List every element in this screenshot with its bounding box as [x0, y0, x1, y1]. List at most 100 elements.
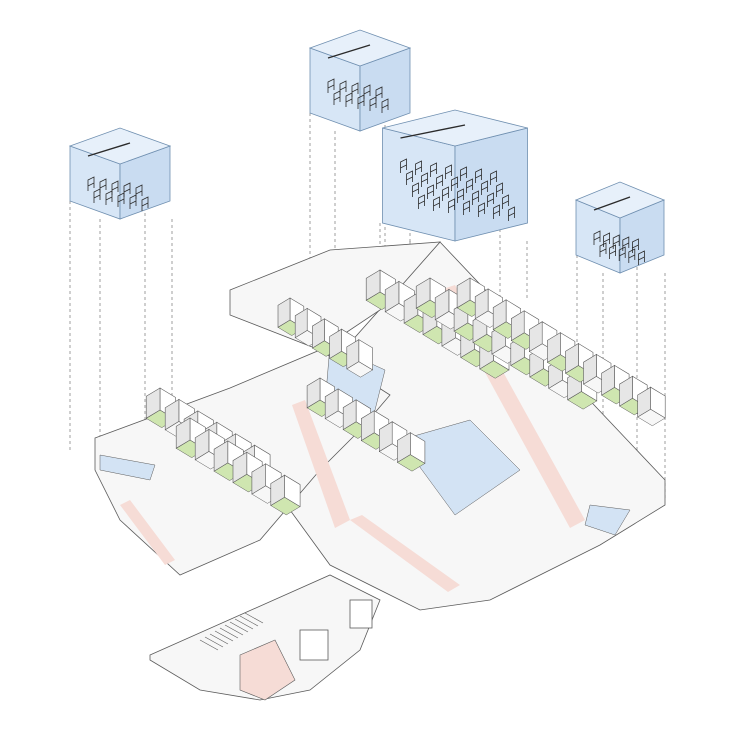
corridor-lobby: [120, 500, 175, 565]
stair-tread: [204, 636, 224, 648]
chair-mark: [418, 194, 425, 209]
chair-mark: [496, 182, 503, 197]
chair-mark: [445, 164, 452, 179]
office-room-wall: [194, 428, 210, 461]
chair-mark: [493, 204, 500, 219]
office-room-wall: [510, 310, 525, 342]
chair-mark: [618, 246, 626, 261]
chair-mark: [475, 168, 482, 183]
office-room-wall: [384, 280, 400, 313]
lecture-hall-box: [382, 109, 528, 242]
chair-mark: [87, 176, 95, 191]
box-face: [454, 127, 528, 242]
chair-mark: [502, 194, 509, 209]
whiteboard-mark: [87, 142, 131, 157]
room-volume-boxes: [68, 29, 666, 274]
stair-landing: [239, 639, 296, 701]
entrance-door: [349, 599, 373, 629]
chair-mark: [357, 94, 365, 109]
office-room-wall: [474, 288, 489, 320]
office-room-wall: [312, 318, 325, 349]
entrance-door: [299, 629, 329, 661]
office-room-wall: [619, 375, 633, 407]
classroom-box: [308, 29, 412, 132]
office-rooms: [145, 269, 666, 516]
office-room-wall: [213, 440, 229, 472]
entrance-slab: [149, 574, 381, 701]
office-room-wall: [232, 451, 248, 484]
whiteboard-mark: [327, 44, 371, 59]
chair-mark: [381, 98, 389, 113]
office-room-wall: [637, 386, 651, 418]
office-room-wall: [270, 474, 285, 507]
office-room-wall: [346, 339, 360, 370]
chair-mark: [463, 200, 470, 215]
office-room-wall: [360, 410, 375, 442]
stair-tread: [234, 618, 254, 630]
office-room-wall: [415, 277, 431, 309]
office-room-wall: [492, 299, 507, 331]
chair-mark: [457, 188, 464, 203]
chair-mark: [412, 182, 419, 197]
office-room-wall: [456, 277, 471, 309]
office-room-wall: [164, 398, 180, 431]
office-room-wall: [528, 321, 543, 353]
chair-mark: [369, 96, 377, 111]
chair-mark: [421, 172, 428, 187]
chair-mark: [451, 176, 458, 191]
chair-mark: [333, 90, 341, 105]
chair-mark: [472, 190, 479, 205]
chair-mark: [609, 244, 616, 259]
office-room-wall: [601, 364, 615, 396]
office-room-wall: [565, 342, 579, 374]
stair-tread: [199, 639, 219, 651]
stair-tread: [229, 621, 249, 633]
chair-mark: [327, 78, 335, 93]
stair-tread: [224, 624, 244, 636]
office-room-wall: [397, 432, 411, 463]
chair-mark: [487, 192, 494, 207]
chair-mark: [415, 160, 422, 175]
lobby-glass: [99, 454, 156, 481]
chair-mark: [466, 178, 473, 193]
office-room-wall: [583, 353, 597, 385]
stair-tread: [244, 612, 264, 624]
chair-mark: [628, 248, 636, 263]
chair-mark: [481, 180, 488, 195]
chair-mark: [448, 198, 455, 213]
stair-tread: [209, 633, 229, 645]
chair-mark: [117, 192, 125, 207]
end-terrace: [584, 504, 631, 536]
office-room-wall: [434, 288, 450, 321]
office-room-wall: [342, 399, 357, 431]
chair-mark: [427, 184, 434, 199]
chair-mark: [430, 162, 437, 177]
office-room-wall: [329, 328, 342, 360]
chair-mark: [508, 206, 515, 221]
chair-mark: [141, 196, 149, 211]
office-room-wall: [324, 388, 339, 420]
chair-mark: [105, 190, 113, 205]
whiteboard-mark: [593, 196, 631, 211]
office-room-wall: [547, 332, 561, 363]
chair-mark: [400, 158, 407, 173]
office-room-wall: [277, 297, 291, 328]
box-face: [382, 109, 528, 147]
office-room-wall: [365, 269, 381, 301]
office-room-wall: [251, 463, 267, 495]
chair-mark: [593, 230, 601, 245]
corridor-south: [350, 515, 460, 592]
chair-mark: [436, 174, 443, 189]
chair-mark: [490, 170, 497, 185]
stair-tread: [214, 630, 234, 642]
office-room-wall: [306, 377, 321, 409]
chair-mark: [638, 250, 645, 265]
office-room-wall: [175, 417, 191, 449]
whiteboard-mark: [400, 124, 466, 139]
office-room-wall: [145, 387, 161, 419]
entrance-stair-block: [149, 574, 381, 701]
chair-mark: [460, 166, 467, 181]
chair-mark: [442, 186, 449, 201]
